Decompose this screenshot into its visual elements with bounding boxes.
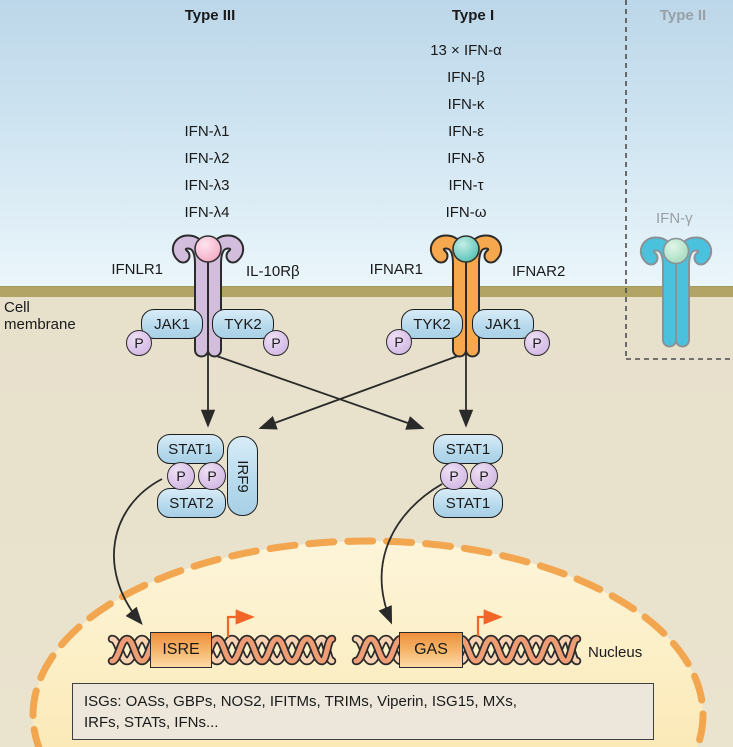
ligand-ifn-delta: IFN-δ — [447, 150, 485, 167]
ligand-ifn-lambda4: IFN-λ4 — [184, 204, 230, 221]
isre-box: ISRE — [150, 632, 212, 668]
phospho-type1-right: P — [524, 330, 550, 356]
ligand-ifn-alpha: 13 × IFN-α — [430, 42, 502, 59]
type3-ligand-list: IFN-λ1 IFN-λ2 IFN-λ3 IFN-λ4 — [132, 118, 282, 226]
type2-title: Type II — [659, 7, 707, 24]
phospho-type1-left: P — [386, 329, 412, 355]
gas-box: GAS — [399, 632, 463, 668]
gaf-phospho-left: P — [440, 462, 468, 490]
gaf-phospho-right: P — [470, 462, 498, 490]
irf9-box: IRF9 — [227, 436, 258, 516]
phospho-type3-left: P — [126, 330, 152, 356]
isgs-line1: ISGs: OASs, GBPs, NOS2, IFITMs, TRIMs, V… — [84, 693, 517, 710]
ifnlr1-label: IFNLR1 — [111, 261, 163, 278]
ligand-ifn-epsilon: IFN-ε — [448, 123, 484, 140]
ligand-ifn-kappa: IFN-κ — [447, 96, 485, 113]
il10rb-label: IL-10Rβ — [246, 263, 300, 280]
isgf3-stat1-box: STAT1 — [157, 434, 224, 464]
ligand-ifn-lambda3: IFN-λ3 — [184, 177, 230, 194]
type1-ligand-list: 13 × IFN-α IFN-β IFN-κ IFN-ε IFN-δ IFN-τ… — [391, 37, 541, 226]
extracellular-background — [0, 0, 733, 286]
ligand-ifn-lambda2: IFN-λ2 — [184, 150, 230, 167]
ifnar2-label: IFNAR2 — [512, 263, 566, 280]
ligand-ifn-beta: IFN-β — [447, 69, 485, 86]
irf9-label: IRF9 — [234, 459, 252, 493]
tyk2-box-type3: TYK2 — [212, 309, 274, 339]
type3-title: Type III — [184, 7, 236, 24]
jak1-box-type1: JAK1 — [472, 309, 534, 339]
cell-membrane-band — [0, 286, 733, 297]
ligand-ifn-tau: IFN-τ — [448, 177, 484, 194]
gaf-stat1-top-box: STAT1 — [433, 434, 503, 464]
type1-title: Type I — [451, 7, 495, 24]
cytoplasm-background — [0, 297, 733, 747]
isgf3-phospho-left: P — [167, 462, 195, 490]
jak1-box-type3: JAK1 — [141, 309, 203, 339]
gaf-stat1-bottom-box: STAT1 — [433, 488, 503, 518]
isgs-line2: IRFs, STATs, IFNs... — [84, 714, 219, 731]
isgf3-phospho-right: P — [198, 462, 226, 490]
ifnar1-label: IFNAR1 — [369, 261, 423, 278]
tyk2-box-type1: TYK2 — [401, 309, 463, 339]
ligand-ifn-omega: IFN-ω — [445, 204, 487, 221]
isgf3-stat2-box: STAT2 — [157, 488, 226, 518]
ligand-ifn-gamma: IFN-γ — [656, 210, 693, 227]
cell-membrane-label: Cell membrane — [4, 299, 76, 333]
isgs-box: ISGs: OASs, GBPs, NOS2, IFITMs, TRIMs, V… — [72, 683, 654, 740]
ligand-ifn-lambda1: IFN-λ1 — [184, 123, 230, 140]
phospho-type3-right: P — [263, 330, 289, 356]
nucleus-label: Nucleus — [588, 644, 643, 661]
